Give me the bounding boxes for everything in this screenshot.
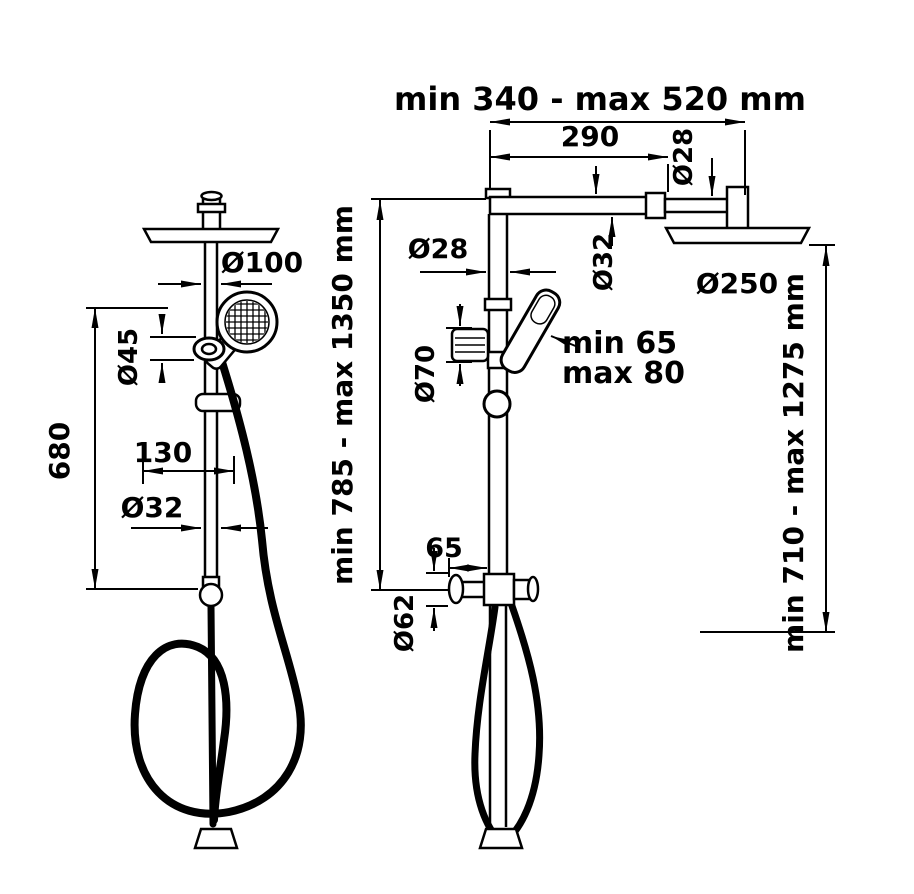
- left-overhead-shower-disc: [141, 227, 281, 244]
- right-column-pipe: [483, 214, 513, 827]
- dim-pipe-top-dia: Ø28: [408, 234, 469, 265]
- right-overhead-shower: [663, 185, 812, 245]
- dim-holder-min: min 65: [562, 326, 677, 361]
- right-view: min 340 - max 520 mm 290 Ø28 Ø32 Ø28 Ø25…: [326, 80, 835, 850]
- left-column-pipe: [203, 242, 219, 584]
- left-top-fitting: [196, 190, 227, 234]
- dim-column-height-range: min 785 - max 1350 mm: [326, 205, 359, 585]
- right-slider: [482, 389, 512, 419]
- left-lower-stem: [207, 602, 217, 828]
- right-shower-arm: [484, 187, 743, 220]
- right-hand-shower: [499, 288, 562, 374]
- dim-hand-shower-dia: Ø100: [221, 246, 303, 279]
- dim-holder-knob-dia: Ø70: [411, 345, 441, 403]
- left-view: Ø100 Ø45 680 130 Ø32: [43, 190, 305, 850]
- right-base: [478, 827, 524, 850]
- left-base: [193, 827, 239, 850]
- dim-inlet-dia: Ø62: [390, 594, 420, 652]
- right-dimensions: min 340 - max 520 mm 290 Ø28 Ø32 Ø28 Ø25…: [326, 80, 835, 653]
- dim-top-span: min 340 - max 520 mm: [394, 80, 806, 118]
- dim-arm-end-dia: Ø28: [669, 128, 699, 186]
- right-inlet-assembly: [447, 572, 540, 607]
- dim-head-height-range: min 710 - max 1275 mm: [777, 273, 810, 653]
- dim-left-pipe-dia: Ø32: [121, 491, 184, 524]
- dim-arm-dia: Ø32: [589, 233, 619, 291]
- left-hand-shower-hose: [130, 358, 305, 824]
- dim-bracket-offset: 130: [134, 436, 192, 469]
- dim-inlet-offset: 65: [425, 533, 463, 564]
- left-bottom-outlet: [198, 575, 224, 608]
- left-dimensions: Ø100 Ø45 680 130 Ø32: [43, 246, 303, 590]
- left-holder-ring: [192, 336, 226, 362]
- left-hand-shower-head: [215, 290, 279, 354]
- right-diverter-knob: [450, 327, 490, 363]
- dim-left-height: 680: [43, 422, 76, 480]
- dim-arm-length: 290: [561, 120, 619, 153]
- dim-head-dia: Ø250: [696, 267, 778, 300]
- dim-holder-ring-dia: Ø45: [114, 328, 144, 386]
- right-hand-shower-hose: [471, 602, 544, 847]
- dim-holder-max: max 80: [562, 356, 685, 391]
